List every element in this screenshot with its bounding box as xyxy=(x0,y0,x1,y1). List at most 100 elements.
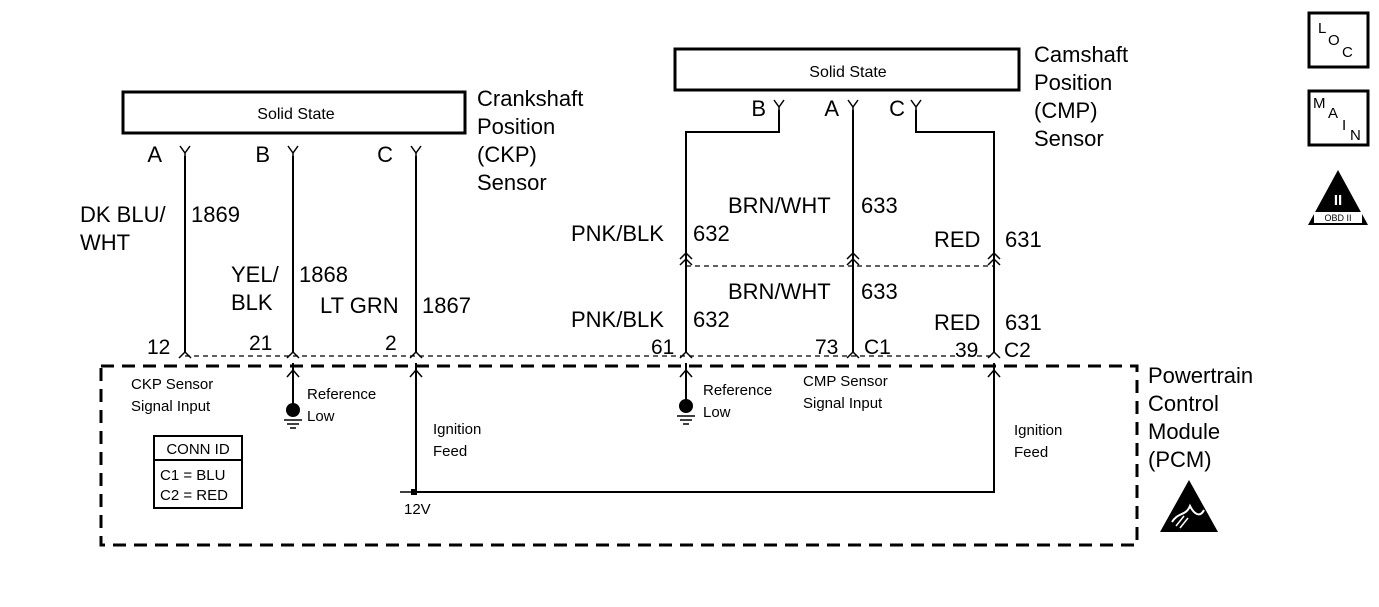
ckp-name-line1: Crankshaft xyxy=(477,86,583,111)
ignition-feed-wire xyxy=(415,363,995,493)
ckp-c-color: LT GRN xyxy=(320,293,399,318)
cmp-up-b-circuit: 632 xyxy=(693,221,730,246)
conn-id-row1: C1 = BLU xyxy=(160,467,225,484)
ckp-box-label: Solid State xyxy=(257,106,334,123)
main-icon: M A I N xyxy=(1307,89,1370,147)
cmp-pin-c: C xyxy=(889,96,905,121)
cmp-name-line2: Position xyxy=(1034,70,1112,95)
pcm-name-line2: Control xyxy=(1148,391,1219,416)
pcm-pin-39: 39 xyxy=(955,339,978,362)
main-letter-a: A xyxy=(1328,105,1338,122)
ckp-b-color-1: YEL/ xyxy=(231,262,280,287)
pcm-pin-2: 2 xyxy=(385,332,397,355)
conn-id-box xyxy=(153,435,243,509)
cmp-name-line1: Camshaft xyxy=(1034,42,1128,67)
pcm-chevron-39 xyxy=(987,350,1001,359)
ckp-name-line4: Sensor xyxy=(477,170,547,195)
pcm-pin-73: 73 xyxy=(815,336,838,359)
ckp-a-color-2: WHT xyxy=(80,230,130,255)
ckp-c-circuit: 1867 xyxy=(422,293,471,318)
cmp-low-b-circuit: 632 xyxy=(693,307,730,332)
loc-letter-l: L xyxy=(1318,20,1326,37)
cmp-ref-low-2: Low xyxy=(703,404,731,421)
pcm-name-line3: Module xyxy=(1148,419,1220,444)
cmp-up-c-color: RED xyxy=(934,227,980,252)
ign-feed-1: Ignition xyxy=(433,421,481,438)
loc-icon: L O C xyxy=(1307,11,1370,69)
main-letter-n: N xyxy=(1350,127,1361,144)
cmp-sensor: Solid State Camshaft Position (CMP) Sens… xyxy=(673,42,1128,151)
obd-label: OBD II xyxy=(1324,213,1351,223)
cmp-pin-a: A xyxy=(824,96,839,121)
ckp-pin-a: A xyxy=(147,142,162,167)
pcm-name-line4: (PCM) xyxy=(1148,447,1212,472)
pcm-name-line1: Powertrain xyxy=(1148,363,1253,388)
pcm-chevron-12 xyxy=(178,350,192,359)
pcm-chevron-2 xyxy=(409,350,423,359)
ckp-b-color-2: BLK xyxy=(231,290,273,315)
ckp-input-label-2: Signal Input xyxy=(131,398,211,415)
obd-ii-icon: OBD II II xyxy=(1308,170,1368,225)
cmp-labels-upper: PNK/BLK 632 BRN/WHT 633 RED 631 xyxy=(571,193,1042,252)
cmp-low-b-color: PNK/BLK xyxy=(571,307,664,332)
ground-icon xyxy=(677,415,695,425)
cmp-ref-low-arrow xyxy=(679,368,693,378)
ground-icon xyxy=(284,419,302,429)
cmp-sensor-box xyxy=(673,47,1021,92)
main-letter-i: I xyxy=(1342,117,1346,134)
cmp-box-label: Solid State xyxy=(809,64,886,81)
esd-warning-icon xyxy=(1160,480,1218,532)
ckp-ref-low-2: Low xyxy=(307,408,335,425)
conn-id-row2: C2 = RED xyxy=(160,487,228,504)
ckp-name-line3: (CKP) xyxy=(477,142,537,167)
ckp-name-line2: Position xyxy=(477,114,555,139)
cmp-labels-lower: PNK/BLK 632 BRN/WHT 633 RED 631 xyxy=(571,279,1042,335)
cmp-up-c-circuit: 631 xyxy=(1005,227,1042,252)
cmp-wire-c xyxy=(915,110,995,353)
ign-arrow-left xyxy=(409,368,423,378)
cmp-name-line4: Sensor xyxy=(1034,126,1104,151)
ign-arrow-right xyxy=(987,368,1001,378)
loc-letter-c: C xyxy=(1342,44,1353,61)
ign-feed-2: Feed xyxy=(433,443,467,460)
cmp-pin-b: B xyxy=(751,96,766,121)
cmp-low-a-circuit: 633 xyxy=(861,279,898,304)
ckp-wires: DK BLU/ WHT 1869 YEL/ BLK 1868 LT GRN 18… xyxy=(80,156,471,353)
conn-id-title: CONN ID xyxy=(166,441,230,458)
inline-chevron-c xyxy=(987,251,1001,266)
pcm-connector: 12 21 2 61 73 C1 39 C2 xyxy=(147,332,1031,362)
cmp-wire-b xyxy=(685,110,780,353)
ckp-input-label-1: CKP Sensor xyxy=(131,376,213,393)
cmp-name-line3: (CMP) xyxy=(1034,98,1098,123)
ckp-ref-low-1: Reference xyxy=(307,386,376,403)
ignition-voltage: 12V xyxy=(404,501,431,518)
inline-chevron-a xyxy=(846,251,860,266)
pcm-boundary xyxy=(99,364,1139,547)
ckp-ground-dot xyxy=(286,403,300,417)
ckp-sensor: Solid State Crankshaft Position (CKP) Se… xyxy=(121,86,583,195)
inline-chevron-b xyxy=(679,251,693,266)
cmp-ign-feed-1: Ignition xyxy=(1014,422,1062,439)
cmp-low-c-circuit: 631 xyxy=(1005,310,1042,335)
obd-numeral: II xyxy=(1334,192,1342,209)
cmp-up-a-color: BRN/WHT xyxy=(728,193,831,218)
loc-letter-o: O xyxy=(1328,32,1340,49)
ckp-sensor-box xyxy=(121,90,467,135)
cmp-input-label-2: Signal Input xyxy=(803,395,883,412)
pcm-conn-c2: C2 xyxy=(1004,339,1031,362)
main-letter-m: M xyxy=(1313,95,1326,112)
cmp-up-b-color: PNK/BLK xyxy=(571,221,664,246)
pcm-conn-c1: C1 xyxy=(864,336,891,359)
pcm-pin-21: 21 xyxy=(249,332,272,355)
pcm-label: Powertrain Control Module (PCM) xyxy=(1148,363,1253,472)
cmp-low-a-color: BRN/WHT xyxy=(728,279,831,304)
inline-connector xyxy=(679,251,1001,267)
cmp-up-a-circuit: 633 xyxy=(861,193,898,218)
ckp-pin-b: B xyxy=(255,142,270,167)
ckp-ref-low-arrow xyxy=(286,368,300,378)
cmp-wires xyxy=(685,110,995,353)
ckp-b-circuit: 1868 xyxy=(299,262,348,287)
cmp-ref-low-1: Reference xyxy=(703,382,772,399)
pcm-pin-12: 12 xyxy=(147,336,170,359)
